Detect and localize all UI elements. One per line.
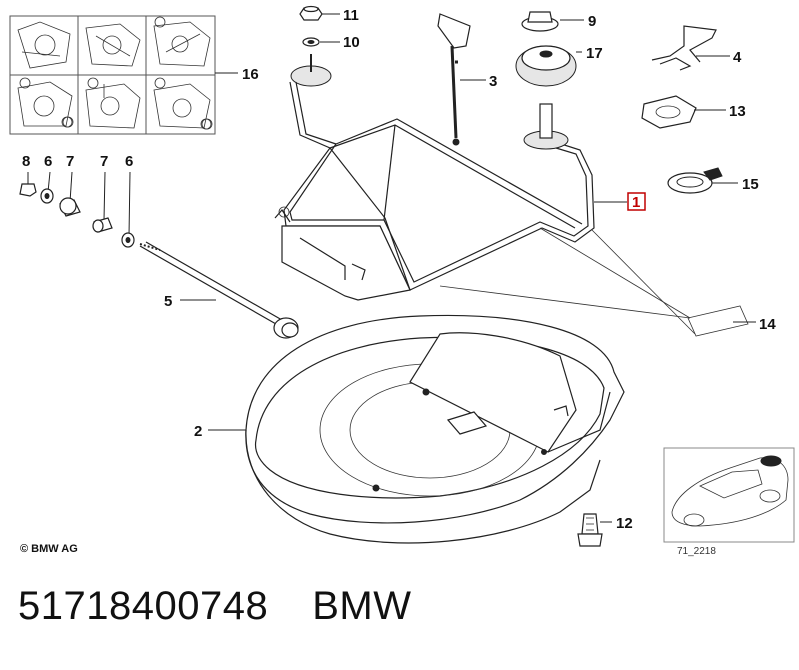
car-locator-inset (663, 447, 795, 543)
reference-code: 71_2218 (677, 546, 716, 557)
callout-5: 5 (164, 293, 172, 310)
instruction-thumbnails (9, 15, 216, 135)
callout-13: 13 (729, 103, 746, 120)
tool-3 (437, 13, 471, 146)
gasket-13 (641, 95, 697, 129)
spacer-7-left (59, 197, 81, 217)
washer-10 (302, 37, 320, 47)
sleeve-7-right (92, 217, 113, 233)
callout-17: 17 (586, 45, 603, 62)
callout-15: 15 (742, 176, 759, 193)
callout-16: 16 (242, 66, 259, 83)
washer-6-left (40, 188, 54, 204)
grommet-15 (667, 167, 723, 194)
callout-10: 10 (343, 34, 360, 51)
damper-disc-17 (515, 45, 577, 87)
wing-nut-9 (521, 11, 559, 32)
highlight-box (627, 192, 646, 211)
callout-6a: 6 (44, 153, 52, 170)
callout-6b: 6 (125, 153, 133, 170)
callout-9: 9 (588, 13, 596, 30)
part-number: 51718400748 (18, 584, 269, 628)
footer: 51718400748 BMW (18, 584, 411, 629)
bolt-5 (139, 241, 299, 339)
callout-14: 14 (759, 316, 776, 333)
callout-7b: 7 (100, 153, 108, 170)
callout-1: 1 (632, 194, 640, 211)
bolt-12 (577, 513, 603, 547)
insert-tray (281, 225, 411, 301)
callout-7a: 7 (66, 153, 74, 170)
callout-4: 4 (733, 49, 742, 66)
callout-3: 3 (489, 73, 497, 90)
callout-2: 2 (194, 423, 202, 440)
copyright: © BMW AG (20, 543, 78, 555)
nut-8 (19, 183, 37, 197)
nut-11 (299, 5, 323, 21)
callout-12: 12 (616, 515, 633, 532)
callout-11: 11 (343, 7, 359, 24)
label-14 (439, 227, 749, 337)
brand: BMW (312, 584, 412, 628)
clip-4 (651, 25, 717, 71)
washer-6-right (121, 232, 135, 248)
spare-wheel-well-2 (245, 314, 625, 544)
parts-diagram: 16 11 10 1 (9, 5, 795, 557)
callout-8: 8 (22, 153, 30, 170)
